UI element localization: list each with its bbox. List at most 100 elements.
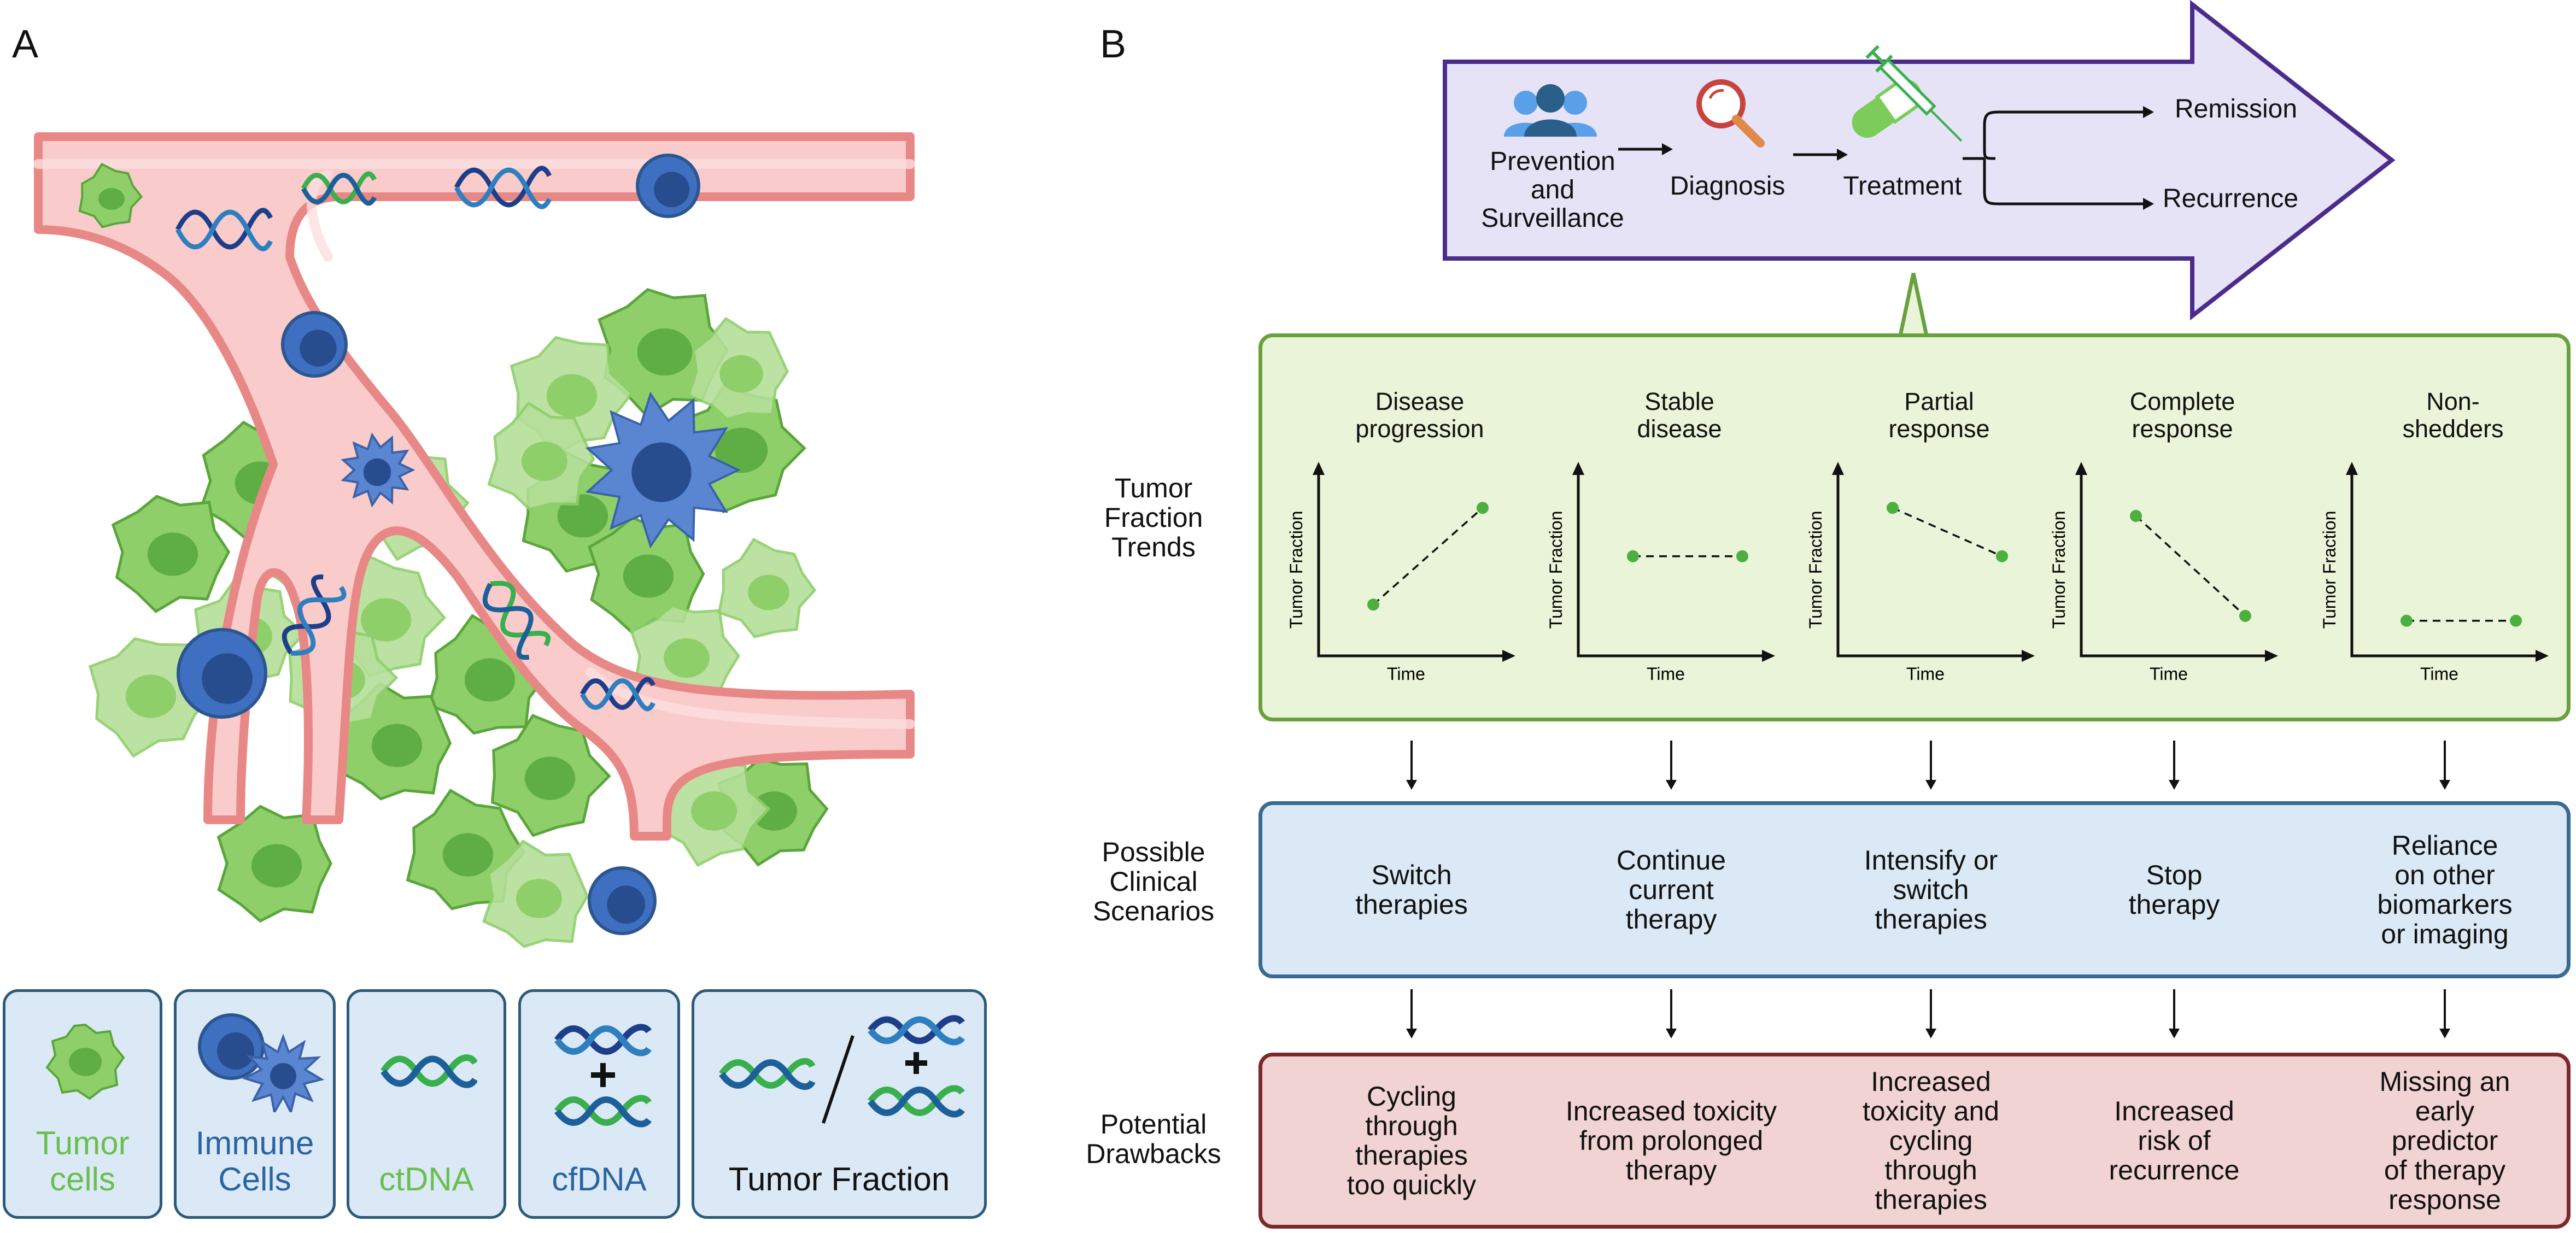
scenario-text: Continue current therapy — [1616, 845, 1726, 935]
legend-immune-cells: Immune Cells — [174, 989, 336, 1219]
down-arrow-head — [2439, 1029, 2450, 1038]
x-axis-label: Time — [1906, 664, 1945, 684]
blood-vessel-illustration — [33, 132, 915, 948]
y-axis-arrowhead — [1313, 462, 1325, 475]
tumor-cell — [717, 537, 817, 638]
scenarios-box — [1258, 801, 2571, 978]
down-arrow-head — [1666, 1029, 1677, 1038]
trend-title: Partial response — [1888, 387, 1990, 443]
trend-axes — [1836, 473, 2024, 657]
trend-point-end — [2239, 609, 2251, 622]
x-axis-arrowhead — [1502, 650, 1515, 662]
down-arrow-head — [2439, 780, 2450, 790]
legend-tumor-fraction: Tumor Fraction — [692, 989, 987, 1219]
row-label-trends: Tumor Fraction Trends — [1104, 473, 1203, 562]
trend-point-start — [2130, 510, 2142, 522]
spiky-immune-cell — [585, 391, 741, 549]
timeline-outcome-remission: Remission — [2174, 95, 2298, 124]
trend-title: Stable disease — [1637, 387, 1722, 443]
panel-a-letter: A — [12, 22, 39, 66]
drawback-text: Cycling through therapies too quickly — [1346, 1081, 1477, 1200]
drawbacks-box — [1258, 1053, 2571, 1229]
pill-syringe-icon — [1852, 45, 1963, 142]
tumor-cell — [111, 495, 231, 613]
immune-cell — [588, 866, 657, 935]
magnifier-icon — [1696, 79, 1765, 148]
dna-fragment — [482, 580, 551, 660]
x-axis-arrowhead — [1762, 650, 1775, 662]
scenario-text: Reliance on other biomarkers or imaging — [2377, 830, 2513, 949]
y-axis-arrowhead — [2075, 462, 2087, 475]
trend-point-start — [2401, 614, 2413, 627]
trend-axes — [2080, 473, 2267, 657]
x-axis-arrowhead — [2265, 650, 2278, 662]
tumor-cell — [588, 516, 705, 634]
x-axis-label: Time — [1647, 664, 1685, 684]
scenario-text: Switch therapies — [1355, 860, 1468, 920]
drawback-text: Increased toxicity from prolonged therap… — [1565, 1096, 1777, 1185]
y-axis-label: Tumor Fraction — [2320, 511, 2339, 629]
dna-fragment — [454, 166, 552, 209]
drawback-text: Increased toxicity and cycling through t… — [1862, 1066, 2000, 1215]
trend-line — [2135, 515, 2246, 617]
scenario-text: Stop therapy — [2128, 860, 2220, 920]
immune-cell-icon — [198, 1013, 325, 1112]
trend-title: Non- shedders — [2402, 387, 2504, 443]
legend-label-tumor-fraction: Tumor Fraction — [728, 1161, 950, 1197]
down-arrow-head — [1406, 780, 1417, 790]
cfdna-icon — [554, 1024, 652, 1128]
x-axis-arrowhead — [2536, 650, 2549, 662]
trend-title: Complete response — [2129, 387, 2235, 443]
down-arrow-head — [2169, 780, 2180, 790]
down-arrow-head — [1925, 780, 1936, 790]
trend-point-start — [1367, 598, 1379, 611]
trend-title: Disease progression — [1355, 387, 1484, 443]
people-icon — [1504, 84, 1597, 137]
x-axis-arrowhead — [2022, 650, 2035, 662]
timeline-step-treatment: Treatment — [1843, 172, 1962, 201]
legend-label-cfdna: cfDNA — [552, 1161, 647, 1197]
panel-b-letter: B — [1100, 22, 1127, 66]
x-axis-label: Time — [2420, 664, 2458, 684]
timeline-outcome-recurrence: Recurrence — [2162, 184, 2299, 213]
legend-tumor-cells: Tumor cells — [3, 989, 162, 1219]
timeline-arrow — [1443, 0, 2396, 321]
y-axis-label: Tumor Fraction — [1806, 511, 1825, 629]
x-axis-label: Time — [2150, 664, 2188, 684]
trend-point-end — [2510, 614, 2522, 627]
spiky-immune-cell — [341, 432, 415, 508]
tumor-cell — [487, 401, 595, 511]
dna-fragment — [301, 171, 377, 206]
dna-fragment — [282, 574, 347, 656]
tumor-cell-cluster — [88, 287, 829, 948]
legend-ctdna: ctDNA — [347, 989, 506, 1219]
tumor-cell — [482, 839, 589, 948]
timeline-step-prevention: Prevention and Surveillance — [1481, 147, 1624, 233]
legend-cfdna: cfDNA — [518, 989, 680, 1219]
down-arrow-head — [2169, 1029, 2180, 1038]
trend-point-end — [1996, 550, 2008, 562]
dna-fragment — [579, 677, 656, 712]
x-axis-label: Time — [1387, 664, 1425, 684]
y-axis-arrowhead — [1572, 462, 1584, 475]
trend-line — [1372, 507, 1484, 606]
trend-point-end — [1736, 550, 1748, 562]
trend-connector — [1898, 273, 1929, 336]
tumor-cell — [687, 316, 789, 421]
tumor-fraction-icon — [719, 1015, 965, 1124]
ctdna-icon — [381, 1054, 477, 1088]
y-axis-arrowhead — [1832, 462, 1844, 475]
trend-point-end — [1477, 502, 1489, 514]
scenario-text: Intensify or switch therapies — [1864, 845, 1998, 935]
tumor-cell-icon — [45, 1023, 125, 1100]
trend-point-start — [1627, 550, 1639, 562]
tumor-cell — [490, 714, 611, 837]
down-arrow-head — [1406, 1029, 1417, 1038]
y-axis-arrowhead — [2346, 462, 2358, 475]
immune-cell — [636, 154, 700, 218]
drawback-text: Increased risk of recurrence — [2109, 1096, 2240, 1185]
y-axis-label: Tumor Fraction — [1286, 511, 1306, 629]
